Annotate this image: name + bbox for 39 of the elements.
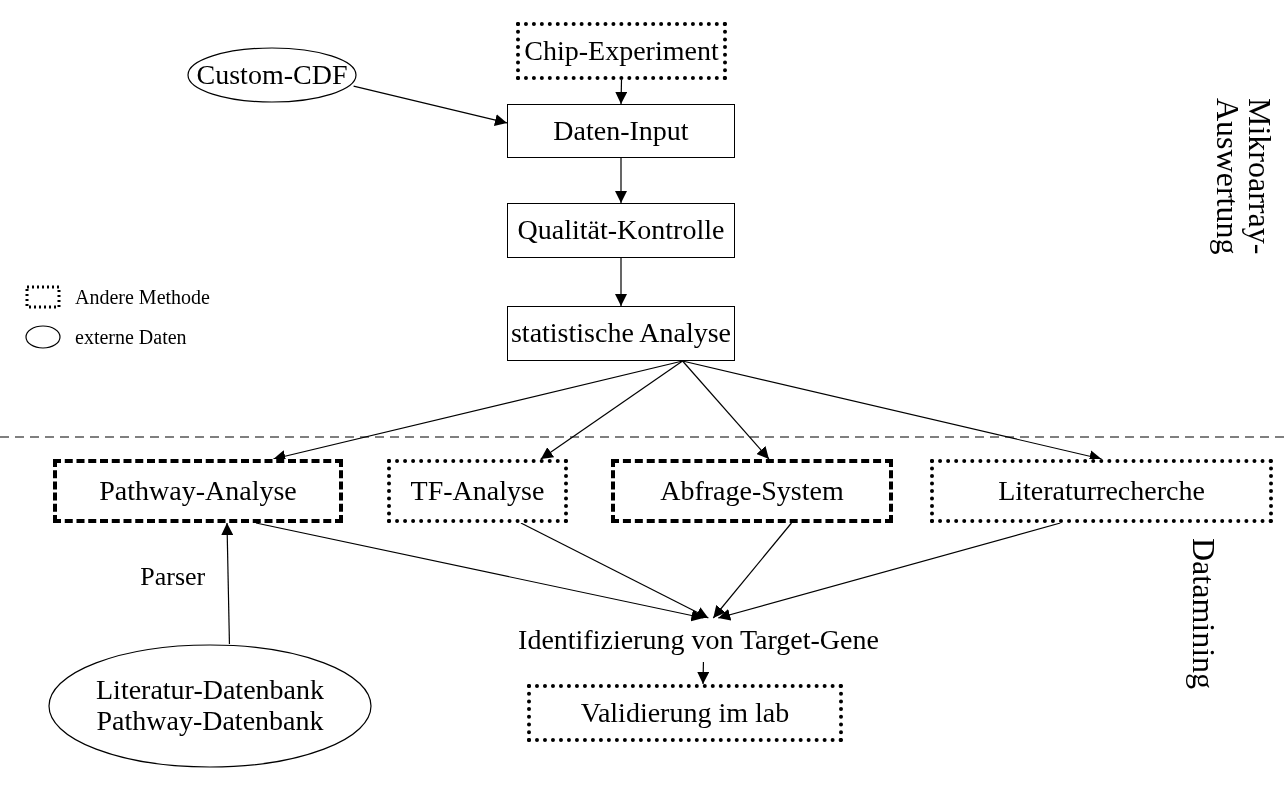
- process-box: [507, 203, 735, 258]
- node-label: Daten-Input: [553, 115, 689, 147]
- node-label: statistische Analyse: [510, 318, 732, 349]
- process-box: [516, 22, 727, 80]
- process-box: [507, 306, 735, 361]
- node-label: Pathway-Analyse: [99, 475, 297, 507]
- node-label: Literaturrecherche: [998, 475, 1205, 507]
- arrow: [540, 360, 684, 460]
- arrow: [615, 257, 627, 307]
- node-label: Pathway-Datenbank: [96, 706, 324, 737]
- node-label: Literatur-Datenbank: [96, 675, 324, 706]
- process-box: [53, 459, 343, 523]
- arrow: [520, 522, 709, 619]
- arrow: [615, 79, 628, 105]
- node-label: Chip-Experiment: [524, 35, 719, 67]
- arrow: [221, 522, 234, 645]
- data-source-ellipse: [187, 47, 357, 103]
- node-label: Qualität-Kontrolle: [517, 215, 725, 246]
- arrow: [353, 85, 508, 126]
- process-box: [611, 459, 893, 523]
- legend-text: externe Daten: [75, 326, 187, 349]
- node-label: Abfrage-System: [660, 475, 844, 507]
- result-label: Identifizierung von Target-Gene: [518, 624, 879, 656]
- process-box: [387, 459, 568, 523]
- legend-text: Andere Methode: [75, 286, 210, 309]
- section-label: Mikroarray- Auswertung: [1212, 98, 1276, 257]
- data-source-ellipse: [48, 644, 372, 768]
- arrow: [712, 522, 793, 619]
- process-box: [527, 684, 843, 742]
- node-label: Validierung im lab: [580, 697, 790, 729]
- arrow: [681, 360, 770, 460]
- section-label: Datamining: [1188, 538, 1220, 690]
- arrow: [697, 661, 710, 685]
- process-box: [507, 104, 735, 158]
- node-label: TF-Analyse: [410, 475, 545, 507]
- arrow: [717, 522, 1061, 621]
- arrow: [615, 157, 627, 204]
- process-box: [930, 459, 1273, 523]
- node-label: Custom-CDF: [196, 59, 348, 91]
